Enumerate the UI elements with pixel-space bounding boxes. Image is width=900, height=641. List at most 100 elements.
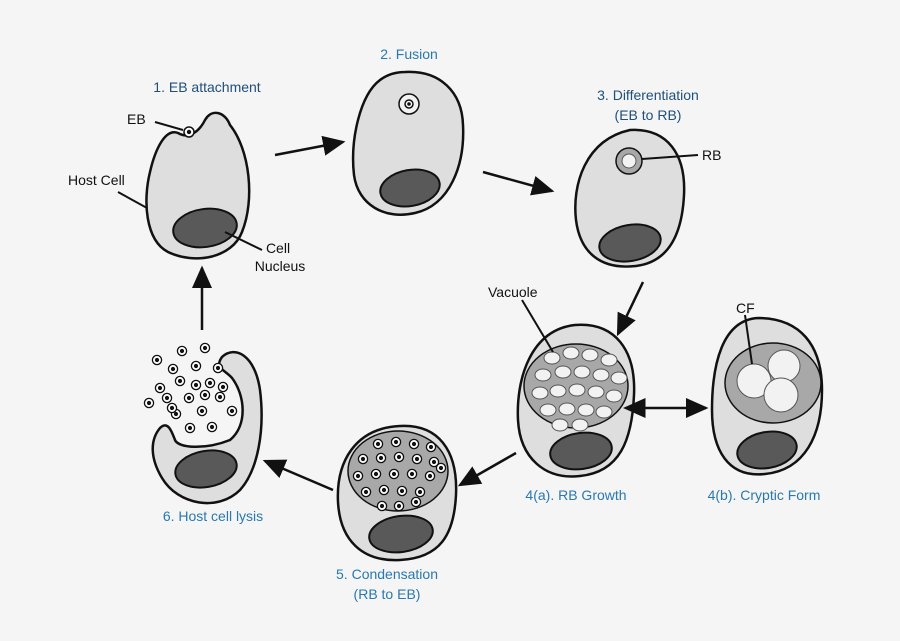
- vacuole-label: Vacuole: [488, 284, 538, 300]
- rb-body: [600, 353, 618, 367]
- stage-4a-cell-group: [516, 299, 636, 478]
- eb-particle-core: [379, 503, 385, 509]
- rb-body: [605, 389, 623, 403]
- rb-body: [581, 348, 599, 362]
- eb-particle-core: [399, 488, 405, 494]
- nucleus-pointer-line: [224, 231, 263, 251]
- eb-particle-core: [391, 471, 397, 477]
- cell-nucleus-6: [174, 449, 238, 489]
- eb-particle-core: [164, 395, 170, 401]
- cell-nucleus-2: [379, 168, 441, 208]
- eb-particle-core: [414, 456, 420, 462]
- stage-2-label: 2. Fusion: [380, 46, 438, 62]
- eb-particle-core: [220, 384, 226, 390]
- rb-body: [568, 383, 586, 397]
- arrow-3-to-4a: [616, 281, 645, 337]
- eb-particle-core: [154, 357, 160, 363]
- eb-particle-core: [157, 385, 163, 391]
- eb-particle-core: [428, 444, 434, 450]
- rb-body: [562, 346, 580, 360]
- eb-particle-core: [207, 380, 213, 386]
- eb-particle-core: [186, 395, 192, 401]
- eb-particle-core: [209, 424, 215, 430]
- released-eb-cluster-6: [143, 342, 238, 434]
- eb-particle-core: [413, 499, 419, 505]
- eb-particle-core: [146, 400, 152, 406]
- eb-particle-core: [229, 408, 235, 414]
- rb-label: RB: [702, 147, 721, 163]
- rb-particle-3-inner: [621, 153, 637, 169]
- stage-1-cell-group: [117, 111, 263, 260]
- eb-particle-core: [411, 441, 417, 447]
- cf-pointer-line: [744, 314, 753, 365]
- eb-particle-core: [217, 394, 223, 400]
- rb-body: [549, 384, 567, 398]
- stage-1-label: 1. EB attachment: [153, 79, 261, 95]
- stage-5-label-line1: 5. Condensation: [336, 566, 438, 582]
- eb-particle-core: [170, 366, 176, 372]
- rb-body: [534, 368, 552, 382]
- eb-particle-core: [355, 473, 361, 479]
- eb-particle-core: [202, 392, 208, 398]
- rb-body: [573, 365, 591, 379]
- eb-particle-core: [187, 425, 193, 431]
- eb-particle-core: [378, 455, 384, 461]
- rb-body: [558, 402, 576, 416]
- arrow-1-to-2: [274, 135, 346, 157]
- cf-label: CF: [736, 300, 755, 316]
- cell-nucleus-5: [368, 514, 434, 554]
- stage-3-cell-group: [574, 128, 699, 268]
- stage-5-label-line2: (RB to EB): [354, 586, 421, 602]
- rb-body: [592, 368, 610, 382]
- stage-3-label-line2: (EB to RB): [615, 107, 682, 123]
- stage-6-label: 6. Host cell lysis: [163, 508, 263, 524]
- stage-4b-cell-group: [710, 314, 824, 476]
- arrow-2-to-3: [482, 170, 555, 196]
- rb-pointer-line: [641, 154, 699, 160]
- cryptic-body-1: [767, 349, 801, 383]
- eb-particle-core: [427, 473, 433, 479]
- eb-particle-core: [438, 465, 444, 471]
- rb-body: [571, 418, 589, 432]
- eb-particle-1-core: [186, 129, 192, 135]
- eb-particle-core: [215, 365, 221, 371]
- eb-particle-core: [381, 487, 387, 493]
- rb-cluster-4a: [531, 346, 628, 432]
- rb-body: [610, 371, 628, 385]
- eb-cluster-5: [352, 436, 447, 512]
- eb-label: EB: [127, 111, 146, 127]
- cell-nucleus-4b: [736, 430, 798, 470]
- stage-3-label-line1: 3. Differentiation: [597, 87, 699, 103]
- arrow-4a-to-5: [457, 451, 517, 487]
- eb-pointer-line: [154, 121, 184, 131]
- cycle-arrows: [192, 135, 709, 492]
- cell-nucleus-4a: [549, 431, 613, 471]
- eb-particle-core: [363, 489, 369, 495]
- cryptic-body-3: [763, 377, 799, 413]
- eb-particle-core: [173, 411, 179, 417]
- host-cell-pointer-line: [117, 191, 148, 209]
- eb-particle-core: [179, 348, 185, 354]
- arrow-5-to-6: [262, 459, 334, 492]
- rb-body: [539, 403, 557, 417]
- eb-particle-core: [417, 489, 423, 495]
- rb-body: [577, 403, 595, 417]
- stage-4a-label: 4(a). RB Growth: [525, 487, 626, 503]
- host-cell-label: Host Cell: [68, 172, 125, 188]
- eb-particle-core: [193, 382, 199, 388]
- stage-5-cell-group: [336, 424, 458, 562]
- eb-particle-core: [375, 441, 381, 447]
- eb-particle-core: [431, 459, 437, 465]
- eb-particle-core: [177, 378, 183, 384]
- nucleus-label-line2: Nucleus: [255, 258, 306, 274]
- nucleus-label-line1: Cell: [266, 240, 290, 256]
- stage-4b-label: 4(b). Cryptic Form: [708, 487, 821, 503]
- vacuole-pointer-line: [521, 299, 554, 353]
- eb-particle-core: [396, 503, 402, 509]
- rb-body: [543, 351, 561, 365]
- eb-particle-core: [360, 456, 366, 462]
- stage-2-cell-group: [351, 70, 465, 216]
- eb-particle-core: [169, 405, 175, 411]
- rb-body: [554, 365, 572, 379]
